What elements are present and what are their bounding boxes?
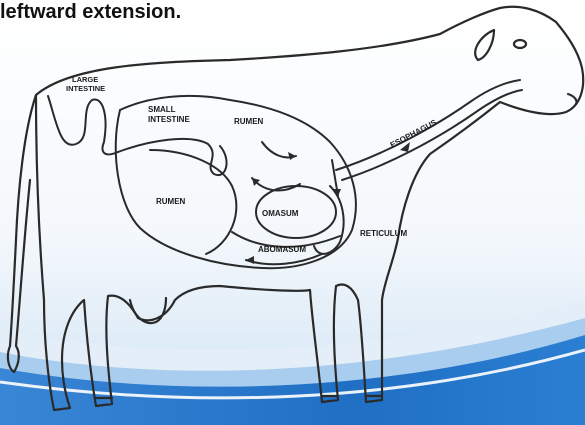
slide-caption: leftward extension. bbox=[0, 0, 181, 24]
label-small-intestine-2: INTESTINE bbox=[148, 115, 190, 124]
label-rumen-lower: RUMEN bbox=[156, 197, 186, 206]
label-rumen-upper: RUMEN bbox=[234, 117, 264, 126]
label-large-intestine-1: LARGE bbox=[72, 75, 98, 84]
label-small-intestine-1: SMALL bbox=[148, 105, 176, 114]
label-abomasum: ABOMASUM bbox=[258, 245, 306, 254]
label-reticulum: RETICULUM bbox=[360, 229, 407, 238]
label-omasum: OMASUM bbox=[262, 209, 299, 218]
label-large-intestine-2: INTESTINE bbox=[66, 84, 105, 93]
